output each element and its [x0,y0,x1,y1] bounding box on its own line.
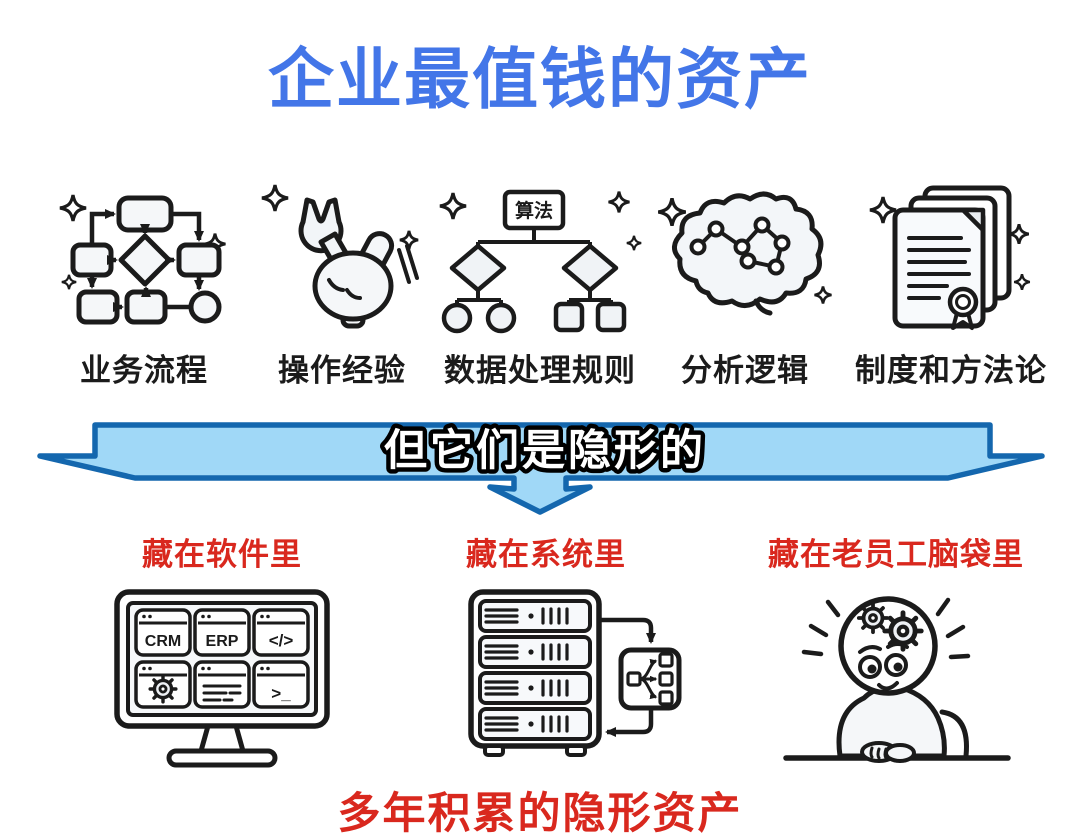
hidden-in-veteran-heads: 藏在老员工脑袋里 [726,529,1066,786]
dataflow-nodes [625,652,674,706]
decision-tree-icon: 算法 [437,189,642,334]
monitor-base [166,748,277,768]
server-rack-icon [467,589,681,757]
hidden-in-software: 藏在软件里 [72,529,372,776]
asset-operation-experience: 操作经验 [242,182,442,390]
monitor-neck [198,723,245,754]
asset-analysis-logic: 分析逻辑 [650,182,840,390]
algorithm-box [502,189,565,231]
hidden-heading: 藏在软件里 [142,537,302,572]
sparkle-icon [59,193,88,223]
page-title: 企业最值钱的资产 [268,42,812,116]
dataflow-links [639,658,657,700]
asset-label: 制度和方法论 [855,353,1047,388]
banner-ribbon-shape [37,422,1045,515]
neural-nodes [689,216,790,276]
fist [312,250,394,322]
algorithm-box-label: 算法 [514,199,552,222]
software-monitor-icon: CRM ERP </> >_ [113,589,330,768]
invisible-banner: 但它们是隐形的 [0,413,1080,515]
brain-network-icon [657,191,833,316]
code-window-label: </> [268,631,293,650]
hidden-locations-row: 藏在软件里 [0,529,1080,777]
sparkle-icon [812,285,833,305]
hidden-heading: 藏在系统里 [466,537,626,572]
erp-window-label: ERP [205,633,238,650]
footer-caption: 多年积累的隐形资产 [337,790,743,838]
asset-business-process: 业务流程 [34,182,254,390]
crm-window-label: CRM [144,633,180,650]
thinking-person-icon [783,596,1011,763]
sparkle-icon [1012,273,1031,291]
idea-rays [801,597,971,660]
gear-icon [147,674,178,704]
flowchart-icon [59,193,227,325]
sparkle-icon [868,195,898,225]
sparkle-icon [1007,222,1030,246]
sparkle-icon [437,191,468,221]
sparkle-icon [625,234,642,252]
folded-corner [960,207,985,233]
asset-data-rules: 算法 数据处理规则 [430,182,650,390]
smile [877,681,899,691]
gear-icon [856,601,890,635]
documents-stack-icon [868,185,1031,330]
assets-row: 业务流程 操作经验 [0,182,1080,390]
asset-label: 分析逻辑 [681,353,809,388]
asset-label: 操作经验 [278,353,406,388]
seal [947,286,978,318]
asset-label: 业务流程 [80,353,208,388]
log-lines-icon [202,684,241,702]
window-dots [141,614,270,671]
eyebrows [858,642,909,654]
text-lines [906,236,971,300]
chair-back [939,709,969,759]
sparkle-icon [260,183,290,213]
sync-arrows [598,617,656,737]
rack-foot [564,744,587,757]
asset-label: 数据处理规则 [444,353,636,388]
finger-lines [869,746,888,760]
wrench-hand-icon [260,183,420,329]
banner-text: 但它们是隐形的 [384,427,706,475]
unit-details [483,607,569,733]
rack-foot [482,744,505,757]
asset-methodology: 制度和方法论 [840,182,1062,390]
sparkle-icon [606,190,631,214]
sparkle-icon [60,273,78,291]
hidden-in-systems: 藏在系统里 [396,529,696,776]
hand [884,743,916,763]
unit-leds [527,613,534,727]
hidden-heading: 藏在老员工脑袋里 [768,537,1024,572]
terminal-window-label: >_ [271,684,291,703]
